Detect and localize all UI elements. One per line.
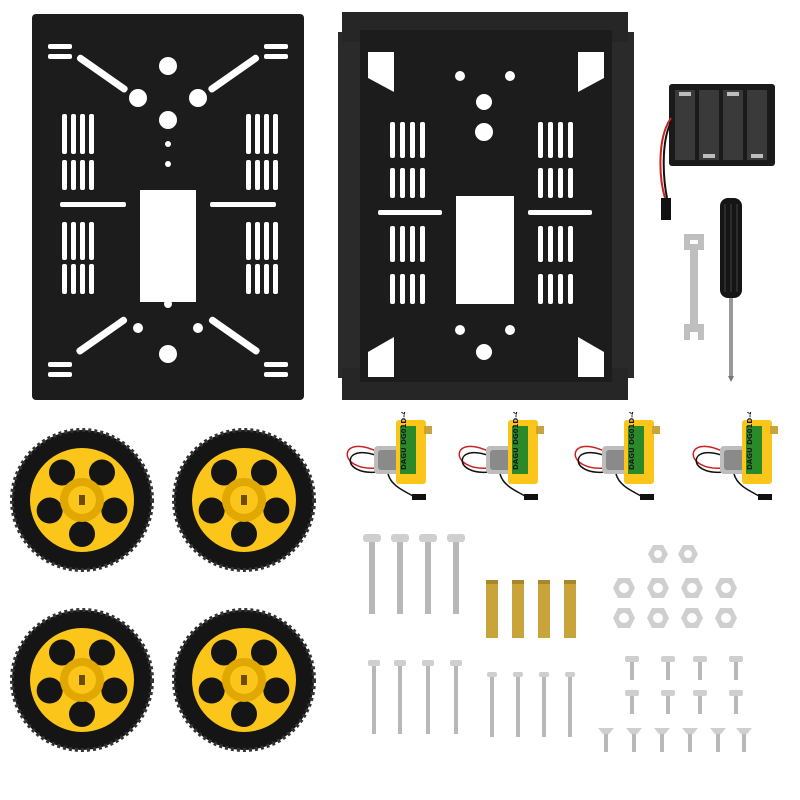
wheel-1 bbox=[10, 428, 154, 572]
gear-motor-2: DAGU DG01D-48:1 bbox=[458, 412, 544, 500]
wheel-2 bbox=[172, 428, 316, 572]
gear-motor-3: DAGU DG01D-48:1 bbox=[574, 412, 660, 500]
screwdriver bbox=[720, 198, 742, 382]
gear-motor-1: DAGU DG01D-48:1 bbox=[346, 412, 432, 500]
gear-motor-4: DAGU DG01D-48:1 bbox=[692, 412, 778, 500]
box-slots bbox=[378, 71, 592, 360]
chassis-box bbox=[338, 12, 634, 400]
plate-slots bbox=[48, 44, 288, 377]
wheel-4 bbox=[172, 608, 316, 752]
svg-text:DAGU DG01D-48:1: DAGU DG01D-48:1 bbox=[512, 412, 520, 470]
flat-chassis-plate bbox=[32, 14, 304, 400]
svg-text:DAGU DG01D-48:1: DAGU DG01D-48:1 bbox=[400, 412, 408, 470]
wheel-set bbox=[10, 428, 316, 752]
svg-text:DAGU DG01D-48:1: DAGU DG01D-48:1 bbox=[746, 412, 754, 470]
wheel-3 bbox=[10, 608, 154, 752]
wrench bbox=[684, 234, 704, 340]
hardware-set bbox=[363, 534, 752, 752]
svg-text:DAGU DG01D-48:1: DAGU DG01D-48:1 bbox=[628, 412, 636, 470]
battery-holder bbox=[659, 84, 775, 220]
